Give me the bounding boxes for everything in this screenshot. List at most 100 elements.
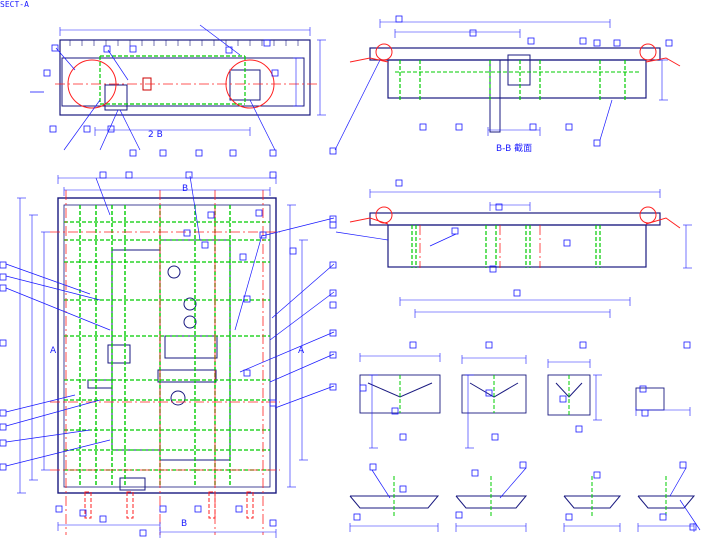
callout-box bbox=[43, 69, 51, 77]
sect-right-pin bbox=[639, 206, 657, 224]
callout-box bbox=[451, 227, 459, 235]
callout-box bbox=[489, 265, 497, 273]
leader-line bbox=[99, 109, 119, 151]
outline-layer bbox=[57, 39, 696, 519]
callout-box bbox=[689, 523, 697, 531]
callout-box bbox=[455, 123, 463, 131]
leader-line bbox=[679, 499, 701, 531]
callout-box bbox=[263, 39, 271, 47]
sect-left-arm bbox=[349, 217, 389, 225]
callout-box bbox=[329, 351, 337, 359]
callout-box bbox=[269, 519, 277, 527]
callout-box bbox=[79, 509, 87, 517]
elev-leg bbox=[489, 59, 501, 133]
elev-left-pin bbox=[375, 43, 393, 61]
plan-left-pocket bbox=[111, 249, 161, 451]
hidden-lines-layer bbox=[64, 55, 667, 516]
callout-box bbox=[579, 37, 587, 45]
elev-body bbox=[387, 59, 647, 99]
leader-line bbox=[95, 177, 111, 216]
callout-box bbox=[395, 179, 403, 187]
plan-foot-spring bbox=[208, 491, 216, 519]
callout-box bbox=[159, 149, 167, 157]
sect-top-flange bbox=[369, 212, 661, 226]
elev-left-arm bbox=[349, 57, 389, 63]
callout-box bbox=[455, 511, 463, 519]
callout-box bbox=[183, 229, 191, 237]
callout-box bbox=[369, 463, 377, 471]
section-mark-a-left: A bbox=[50, 346, 57, 356]
callout-box bbox=[679, 461, 687, 469]
section-mark-b-top: B bbox=[182, 184, 189, 194]
callout-box bbox=[0, 409, 7, 417]
callout-box bbox=[593, 471, 601, 479]
leader-line bbox=[261, 217, 335, 237]
leader-line bbox=[119, 109, 141, 151]
leader-line bbox=[5, 399, 101, 427]
elev-right-arm bbox=[645, 57, 681, 67]
plan-box bbox=[164, 335, 218, 359]
callout-box bbox=[139, 529, 147, 537]
callout-box bbox=[243, 295, 251, 303]
callout-box bbox=[527, 37, 535, 45]
leader-line bbox=[371, 469, 391, 499]
callout-box bbox=[0, 273, 7, 281]
callout-box bbox=[519, 461, 527, 469]
leader-line bbox=[249, 99, 276, 151]
callout-box bbox=[391, 407, 399, 415]
plan-foot-spring bbox=[126, 491, 134, 519]
callout-box bbox=[0, 339, 7, 347]
callout-box bbox=[469, 29, 477, 37]
callout-box bbox=[207, 211, 215, 219]
top-view-outline bbox=[59, 39, 311, 116]
leader-line bbox=[334, 59, 381, 151]
callout-box bbox=[51, 44, 59, 52]
center-lines-layer bbox=[50, 59, 541, 535]
callout-box bbox=[683, 341, 691, 349]
callout-box bbox=[485, 341, 493, 349]
callout-box bbox=[353, 513, 361, 521]
leader-line bbox=[429, 233, 457, 247]
callout-box bbox=[329, 261, 337, 269]
top-view-body bbox=[61, 57, 305, 107]
leader-line bbox=[5, 263, 91, 295]
callout-box bbox=[0, 261, 7, 269]
callout-box bbox=[409, 341, 417, 349]
callout-box bbox=[255, 209, 263, 217]
section-mark-b-bottom: B bbox=[181, 519, 188, 529]
callout-box bbox=[0, 439, 7, 447]
bottom-detail-profile bbox=[637, 495, 696, 509]
callout-box bbox=[329, 221, 337, 229]
plan-bottom-block bbox=[119, 477, 146, 491]
drawing-corner-label: SECT-A bbox=[0, 0, 29, 9]
callout-box bbox=[563, 239, 571, 247]
callout-box bbox=[129, 149, 137, 157]
leader-line bbox=[5, 394, 76, 413]
callout-box bbox=[269, 149, 277, 157]
leader-line bbox=[5, 439, 111, 467]
dimension-layer bbox=[0, 15, 701, 538]
callout-box bbox=[49, 125, 57, 133]
leader-line bbox=[335, 231, 389, 241]
callout-box bbox=[639, 385, 647, 393]
leader-line bbox=[274, 385, 335, 409]
callout-box bbox=[185, 171, 193, 179]
callout-box bbox=[289, 247, 297, 255]
plan-foot-spring bbox=[84, 491, 92, 519]
callout-box bbox=[495, 203, 503, 211]
plan-inner-outline bbox=[63, 204, 271, 488]
callout-box bbox=[201, 241, 209, 249]
callout-box bbox=[565, 513, 573, 521]
callout-box bbox=[239, 253, 247, 261]
callout-box bbox=[471, 469, 479, 477]
leader-line bbox=[269, 291, 335, 341]
leader-line bbox=[189, 175, 201, 241]
callout-box bbox=[194, 505, 202, 513]
callout-box bbox=[329, 289, 337, 297]
leader-line bbox=[199, 24, 241, 56]
callout-box bbox=[329, 301, 337, 309]
callout-box bbox=[329, 383, 337, 391]
bottom-detail-profile bbox=[455, 495, 528, 509]
callout-box bbox=[359, 384, 367, 392]
